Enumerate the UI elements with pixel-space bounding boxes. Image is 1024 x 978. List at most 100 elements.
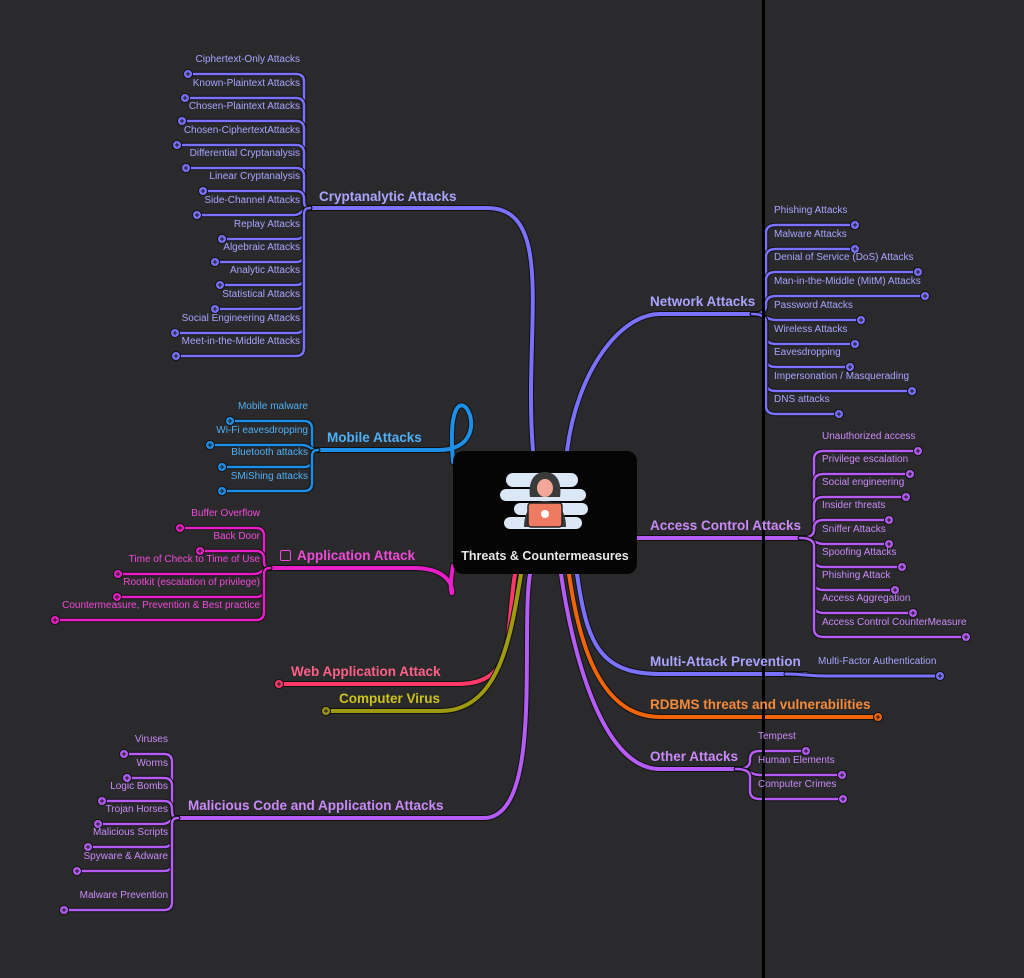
- subtopic-item[interactable]: Impersonation / Masquerading: [774, 371, 910, 382]
- subtopic-item[interactable]: Back Door: [213, 531, 260, 542]
- branch-application[interactable]: Application Attack: [280, 548, 415, 564]
- expand-toggle[interactable]: [205, 440, 215, 450]
- subtopic-item[interactable]: Wireless Attacks: [774, 324, 848, 335]
- subtopic-item[interactable]: Multi-Factor Authentication: [818, 656, 937, 667]
- expand-toggle[interactable]: [175, 523, 185, 533]
- expand-toggle[interactable]: [834, 409, 844, 419]
- subtopic-item[interactable]: Buffer Overflow: [191, 508, 260, 519]
- subtopic-item[interactable]: Malware Attacks: [774, 229, 847, 240]
- expand-toggle[interactable]: [901, 492, 911, 502]
- expand-toggle[interactable]: [113, 569, 123, 579]
- expand-toggle[interactable]: [171, 351, 181, 361]
- subtopic-item[interactable]: Tempest: [758, 731, 796, 742]
- expand-toggle[interactable]: [913, 267, 923, 277]
- central-topic-node[interactable]: Threats & Countermeasures: [453, 451, 637, 574]
- expand-toggle[interactable]: [172, 140, 182, 150]
- subtopic-item[interactable]: Side-Channel Attacks: [204, 195, 300, 206]
- subtopic-item[interactable]: Replay Attacks: [233, 219, 300, 230]
- expand-toggle[interactable]: [210, 304, 220, 314]
- branch-multi-attack[interactable]: Multi-Attack Prevention: [650, 654, 801, 670]
- expand-toggle-web-app[interactable]: [274, 679, 284, 689]
- subtopic-item[interactable]: Worms: [136, 758, 168, 769]
- subtopic-item[interactable]: Wi-Fi eavesdropping: [216, 425, 308, 436]
- subtopic-item[interactable]: Social Engineering Attacks: [181, 313, 300, 324]
- expand-toggle[interactable]: [50, 615, 60, 625]
- expand-toggle[interactable]: [850, 244, 860, 254]
- subtopic-item[interactable]: Computer Crimes: [758, 779, 837, 790]
- subtopic-item[interactable]: Known-Plaintext Attacks: [192, 78, 300, 89]
- expand-toggle[interactable]: [897, 562, 907, 572]
- subtopic-item[interactable]: Man-in-the-Middle (MitM) Attacks: [774, 276, 921, 287]
- expand-toggle[interactable]: [170, 328, 180, 338]
- expand-toggle[interactable]: [850, 220, 860, 230]
- expand-toggle[interactable]: [122, 773, 132, 783]
- subtopic-item[interactable]: Viruses: [134, 734, 168, 745]
- subtopic-item[interactable]: Malicious Scripts: [92, 827, 168, 838]
- expand-toggle[interactable]: [112, 592, 122, 602]
- subtopic-item[interactable]: Mobile malware: [237, 401, 308, 412]
- expand-toggle[interactable]: [850, 339, 860, 349]
- expand-toggle[interactable]: [217, 234, 227, 244]
- note-icon[interactable]: [280, 550, 291, 561]
- expand-toggle[interactable]: [920, 291, 930, 301]
- subtopic-item[interactable]: Privilege escalation: [822, 454, 909, 465]
- expand-toggle[interactable]: [180, 93, 190, 103]
- subtopic-item[interactable]: Ciphertext-Only Attacks: [195, 54, 300, 65]
- branch-malicious-code[interactable]: Malicious Code and Application Attacks: [188, 798, 444, 814]
- expand-toggle[interactable]: [913, 446, 923, 456]
- branch-network[interactable]: Network Attacks: [650, 294, 755, 310]
- subtopic-item[interactable]: Denial of Service (DoS) Attacks: [774, 252, 914, 263]
- subtopic-item[interactable]: Malware Prevention: [79, 890, 168, 901]
- expand-toggle[interactable]: [856, 315, 866, 325]
- subtopic-item[interactable]: Chosen-Plaintext Attacks: [188, 101, 300, 112]
- expand-toggle[interactable]: [961, 632, 971, 642]
- subtopic-item[interactable]: Time of Check to Time of Use: [128, 554, 260, 565]
- expand-toggle-computer-virus[interactable]: [321, 706, 331, 716]
- subtopic-item[interactable]: Insider threats: [822, 500, 886, 511]
- expand-toggle[interactable]: [837, 770, 847, 780]
- expand-toggle[interactable]: [801, 746, 811, 756]
- subtopic-item[interactable]: Sniffer Attacks: [822, 524, 886, 535]
- expand-toggle[interactable]: [225, 416, 235, 426]
- expand-toggle[interactable]: [192, 210, 202, 220]
- branch-mobile[interactable]: Mobile Attacks: [327, 430, 422, 446]
- expand-toggle[interactable]: [884, 515, 894, 525]
- branch-access-control[interactable]: Access Control Attacks: [650, 518, 801, 534]
- subtopic-item[interactable]: Eavesdropping: [774, 347, 841, 358]
- subtopic-item[interactable]: Logic Bombs: [110, 781, 168, 792]
- branch-rdbms[interactable]: RDBMS threats and vulnerabilities: [650, 697, 871, 713]
- expand-toggle-rdbms[interactable]: [873, 712, 883, 722]
- subtopic-item[interactable]: Algebraic Attacks: [223, 242, 300, 253]
- expand-toggle[interactable]: [935, 671, 945, 681]
- expand-toggle[interactable]: [93, 819, 103, 829]
- subtopic-item[interactable]: Password Attacks: [774, 300, 853, 311]
- branch-other[interactable]: Other Attacks: [650, 749, 738, 765]
- expand-toggle[interactable]: [907, 386, 917, 396]
- subtopic-item[interactable]: Trojan Horses: [105, 804, 168, 815]
- expand-toggle[interactable]: [195, 546, 205, 556]
- expand-toggle[interactable]: [210, 257, 220, 267]
- expand-toggle[interactable]: [59, 905, 69, 915]
- subtopic-item[interactable]: Countermeasure, Prevention & Best practi…: [62, 600, 260, 611]
- expand-toggle[interactable]: [890, 585, 900, 595]
- subtopic-item[interactable]: Phishing Attack: [822, 570, 891, 581]
- expand-toggle[interactable]: [119, 749, 129, 759]
- expand-toggle[interactable]: [217, 462, 227, 472]
- subtopic-item[interactable]: Meet-in-the-Middle Attacks: [181, 336, 300, 347]
- expand-toggle[interactable]: [72, 866, 82, 876]
- branch-cryptanalytic[interactable]: Cryptanalytic Attacks: [319, 189, 457, 205]
- subtopic-item[interactable]: Social engineering: [822, 477, 905, 488]
- subtopic-item[interactable]: Access Aggregation: [822, 593, 911, 604]
- subtopic-item[interactable]: Phishing Attacks: [774, 205, 848, 216]
- branch-web-app[interactable]: Web Application Attack: [291, 664, 441, 680]
- expand-toggle[interactable]: [177, 116, 187, 126]
- subtopic-item[interactable]: Differential Cryptanalysis: [189, 148, 300, 159]
- expand-toggle[interactable]: [884, 539, 894, 549]
- expand-toggle[interactable]: [83, 842, 93, 852]
- expand-toggle[interactable]: [838, 794, 848, 804]
- expand-toggle[interactable]: [183, 69, 193, 79]
- subtopic-item[interactable]: Linear Cryptanalysis: [209, 171, 300, 182]
- expand-toggle[interactable]: [845, 362, 855, 372]
- subtopic-item[interactable]: Analytic Attacks: [229, 265, 300, 276]
- expand-toggle[interactable]: [97, 796, 107, 806]
